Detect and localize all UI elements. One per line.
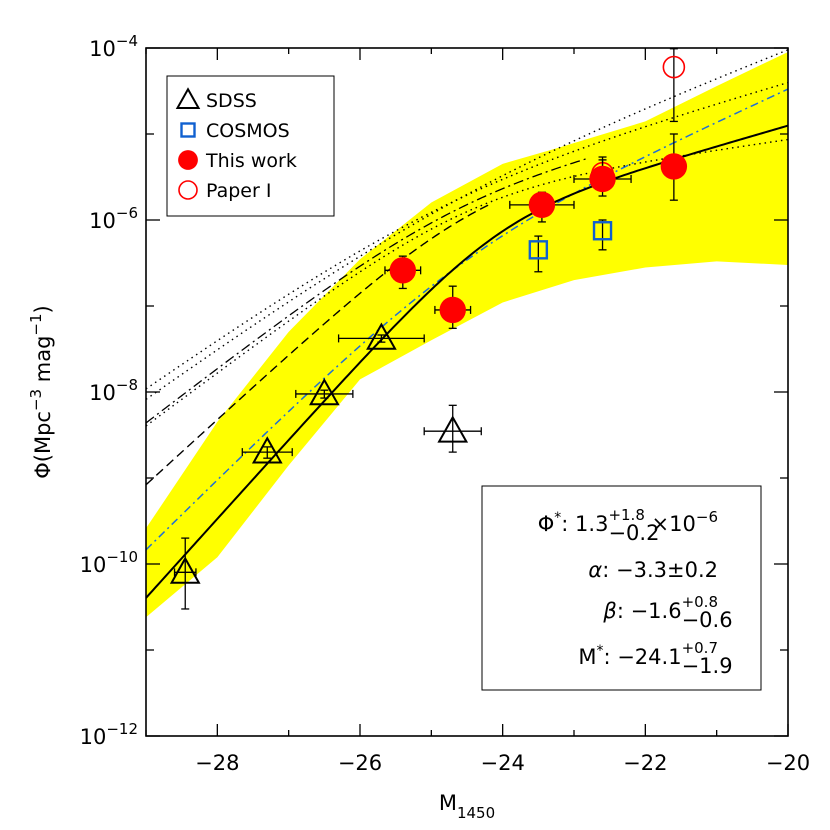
- fit-param-2: α: −3.3±0.2: [588, 558, 718, 582]
- y-tick-label: 10−4: [89, 32, 138, 61]
- fit-box-frame: [481, 485, 762, 691]
- fit-param-1: Φ*: 1.3+1.8 ×10−6: [538, 506, 718, 536]
- legend-marker-cosmos: [180, 122, 196, 138]
- x-axis-label: M1450: [439, 791, 495, 822]
- fit-param-3: β: −1.6+0.8: [602, 593, 718, 623]
- legend-label-sdss: SDSS: [206, 90, 257, 112]
- y-tick-label: 10−12: [80, 720, 138, 749]
- legend-box: [166, 75, 335, 217]
- dotted-fit-curve-1: [146, 138, 788, 427]
- fit-band: [146, 51, 788, 618]
- fit-param-1-minus: −0.2: [608, 521, 659, 545]
- marker-sdss: [251, 436, 283, 464]
- x-tick-label: −22: [623, 751, 667, 775]
- marker-this-work: [389, 257, 416, 284]
- point-sdss-1: [169, 537, 201, 610]
- legend-label-cosmos: COSMOS: [206, 120, 290, 142]
- x-tick-label: −28: [195, 751, 239, 775]
- point-cosmos-1: [528, 235, 549, 273]
- x-tick-label: −24: [481, 751, 525, 775]
- legend-marker-sdss: [175, 87, 201, 110]
- point-cosmos-2: [592, 219, 613, 251]
- marker-sdss: [169, 556, 201, 584]
- marker-this-work: [589, 165, 616, 193]
- marker-cosmos: [592, 221, 613, 241]
- y-axis-label-group: Φ(Mpc−3 mag−1): [27, 305, 55, 479]
- x-tick-label: −26: [338, 751, 382, 775]
- point-sdss-4: [337, 322, 425, 350]
- fit-parameters-box: Φ*: 1.3+1.8 ×10−6 α: −3.3±0.2 β: −1.6+0.8M…: [481, 485, 762, 691]
- point-sdss-5: [423, 404, 482, 453]
- point-this-work-1: [384, 255, 422, 290]
- legend-label-paper-i: Paper I: [206, 180, 271, 202]
- marker-sdss: [308, 378, 340, 406]
- marker-sdss: [366, 322, 397, 350]
- legend-marker-paper-i: [178, 180, 198, 200]
- y-axis-label: Φ(Mpc−3 mag−1): [27, 305, 55, 479]
- marker-this-work: [528, 191, 556, 219]
- marker-paper-i: [662, 55, 686, 79]
- marker-cosmos: [528, 240, 549, 260]
- fit-param-3-minus: −0.6: [682, 608, 733, 632]
- dashed-fit-curve: [146, 204, 489, 486]
- y-tick-label: 10−6: [89, 204, 138, 233]
- fit-uncertainty-band: [146, 51, 788, 618]
- data-points: [169, 48, 688, 610]
- marker-this-work: [439, 296, 466, 324]
- point-sdss-3: [295, 378, 354, 406]
- legend-marker-this-work: [178, 150, 198, 170]
- dashdot-fit-curve: [146, 157, 589, 424]
- legend-label-this-work: This work: [205, 150, 297, 172]
- marker-sdss: [437, 415, 469, 443]
- point-this-work-4: [573, 159, 632, 197]
- point-this-work-3: [509, 191, 575, 223]
- x-tick-label: −20: [766, 751, 810, 775]
- y-tick-label: 10−8: [89, 376, 138, 405]
- y-tick-label: 10−10: [80, 548, 138, 577]
- axes: −28 −26 −24 −22 −20 10−12 10−10 10−8 10−6 10−4M14…: [27, 32, 810, 822]
- cosmos-fit-curve: [146, 88, 788, 551]
- marker-this-work: [660, 153, 688, 180]
- fit-param-4: M*: −24.1+0.7: [578, 639, 718, 669]
- point-this-work-5: [660, 133, 688, 201]
- dotted-fit-curve-3: [146, 81, 788, 390]
- fit-param-4-minus: −1.9: [682, 654, 733, 678]
- point-this-work-2: [434, 285, 472, 329]
- point-sdss-2: [241, 436, 293, 464]
